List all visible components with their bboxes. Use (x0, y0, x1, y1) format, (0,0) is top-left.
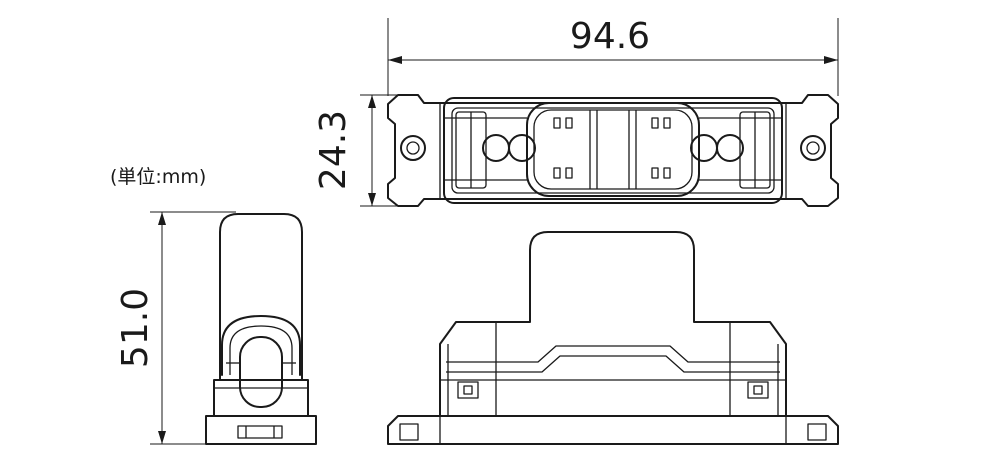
width-dimension-value: 94.6 (570, 16, 650, 57)
height-dimension: 51.0 (115, 211, 236, 445)
depth-dimension-value: 24.3 (313, 110, 354, 190)
width-dimension: 94.6 (387, 16, 839, 96)
depth-dimension: 24.3 (313, 94, 412, 207)
top-view (387, 94, 839, 207)
height-dimension-value: 51.0 (115, 288, 156, 368)
side-view (205, 213, 317, 445)
unit-label: (単位:mm) (110, 166, 206, 188)
front-view (387, 231, 839, 445)
